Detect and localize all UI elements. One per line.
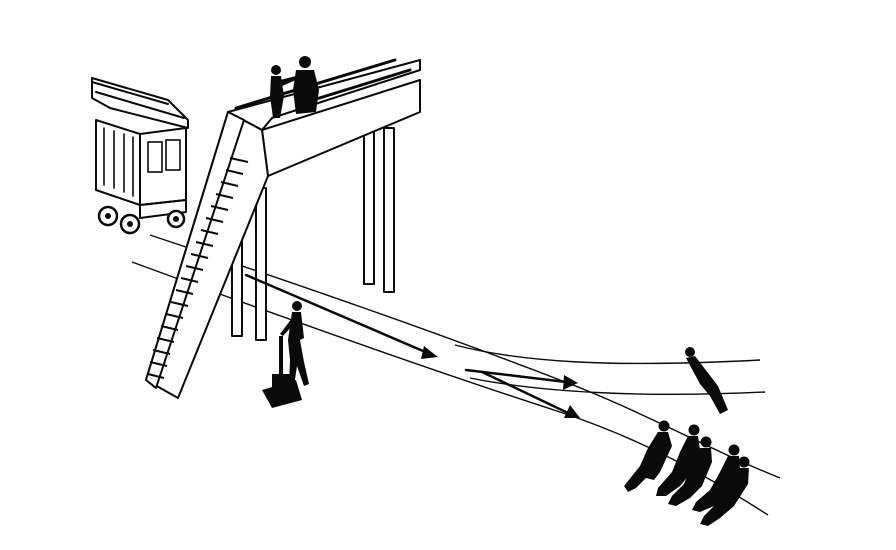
arrow-icon bbox=[244, 273, 432, 356]
person-on-bridge-pushing bbox=[270, 65, 296, 118]
large-man-on-bridge bbox=[293, 56, 319, 114]
person-silhouette-icon bbox=[692, 444, 740, 512]
direction-arrows bbox=[244, 273, 580, 418]
person-silhouette-icon bbox=[668, 436, 712, 506]
stair-steps bbox=[147, 157, 249, 379]
side-track-rail-upper bbox=[454, 344, 761, 365]
five-people-on-main-track bbox=[624, 420, 750, 526]
stairs-side-panel bbox=[145, 111, 245, 389]
trolley-roof bbox=[91, 77, 189, 129]
person-on-side-track bbox=[685, 347, 728, 414]
person-silhouette-icon bbox=[700, 456, 750, 526]
bridge-pillar bbox=[363, 131, 375, 285]
switch-lever-person bbox=[280, 301, 309, 386]
person-silhouette-icon bbox=[656, 424, 700, 496]
track-switch-box bbox=[262, 336, 302, 408]
person-silhouette-icon bbox=[624, 420, 672, 492]
trolley-car bbox=[91, 77, 189, 235]
footbridge bbox=[145, 58, 421, 399]
bridge-pillar bbox=[383, 127, 395, 293]
arrow-icon bbox=[480, 370, 570, 415]
bridge-pillar bbox=[255, 187, 267, 341]
